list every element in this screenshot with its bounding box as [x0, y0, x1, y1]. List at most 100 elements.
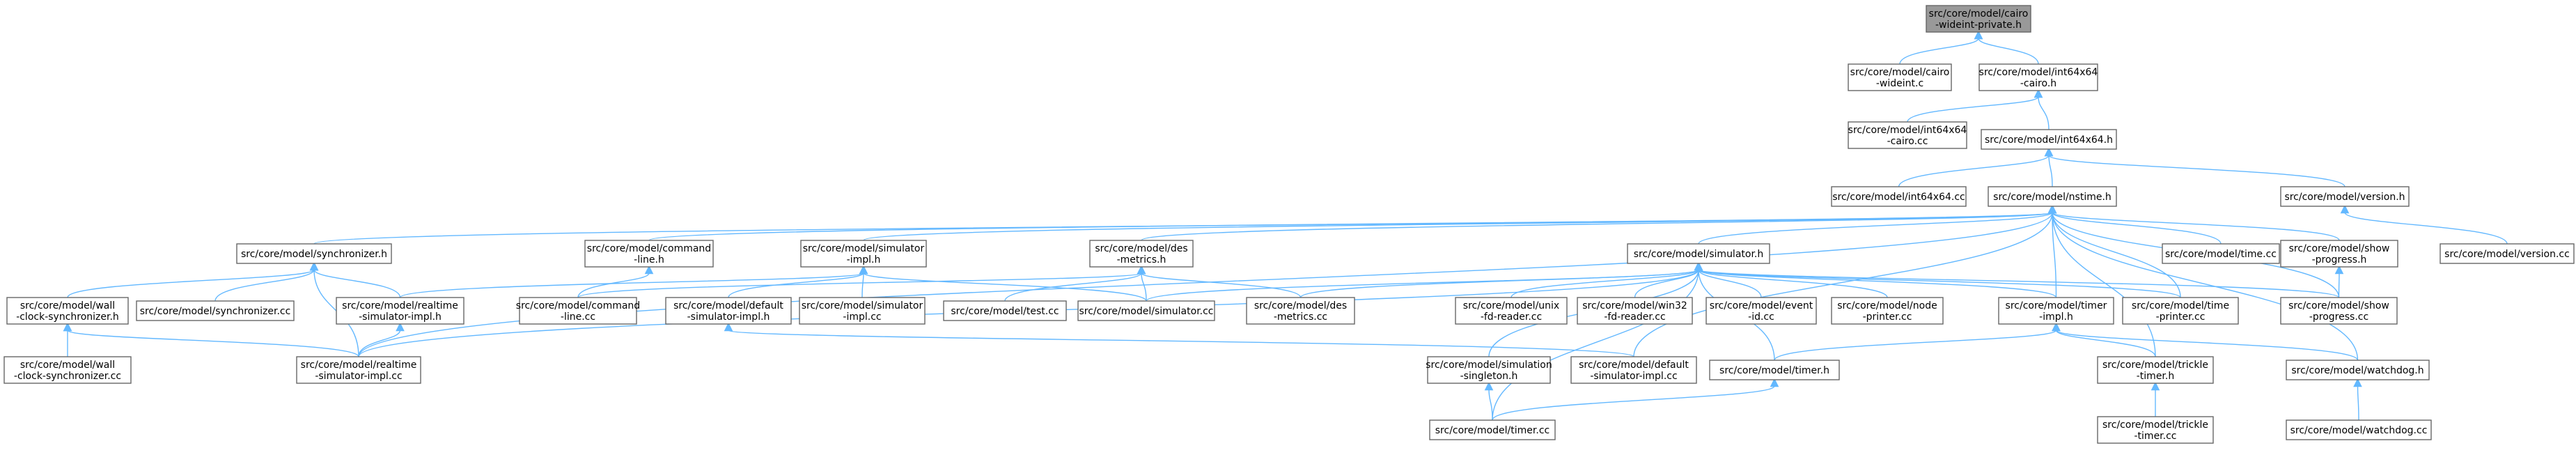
graph-node-trickle-timer-cc[interactable]: src/core/model/trickle-timer.cc [2097, 416, 2214, 444]
graph-node-wall-clock-sync-cc[interactable]: src/core/model/wall-clock-synchronizer.c… [3, 356, 132, 384]
graph-node-simulator-h[interactable]: src/core/model/simulator.h [1627, 243, 1770, 264]
graph-node-time-cc[interactable]: src/core/model/time.cc [2162, 243, 2280, 264]
graph-node-wall-clock-sync-h[interactable]: src/core/model/wall-clock-synchronizer.h [6, 297, 129, 325]
node-label: -id.cc [1748, 311, 1774, 323]
edge-version-cc-to-version-h [2340, 204, 2508, 245]
graph-node-int64x64-cairo-cc[interactable]: src/core/model/int64x64-cairo.cc [1848, 121, 1967, 149]
graph-node-simulator-cc[interactable]: src/core/model/simulator.cc [1077, 300, 1215, 321]
node-box[interactable] [6, 297, 129, 325]
node-box[interactable] [2162, 243, 2280, 264]
node-box[interactable] [2286, 419, 2432, 440]
node-box[interactable] [2280, 240, 2398, 268]
node-box[interactable] [1570, 356, 1697, 384]
node-label: src/core/model/command [516, 300, 640, 311]
node-label: src/core/model/unix [1463, 300, 1559, 311]
node-box[interactable] [2097, 356, 2214, 384]
edge-timer-impl-h-to-simulator-h [1694, 261, 2057, 298]
graph-node-des-metrics-h[interactable]: src/core/model/des-metrics.h [1089, 240, 1194, 268]
node-box[interactable] [1926, 5, 2031, 33]
graph-node-watchdog-h[interactable]: src/core/model/watchdog.h [2286, 360, 2430, 380]
node-label: src/core/model/simulator [802, 300, 923, 311]
graph-node-command-line-h[interactable]: src/core/model/command-line.h [584, 240, 714, 268]
graph-node-int64x64-h[interactable]: src/core/model/int64x64.h [1981, 129, 2117, 150]
graph-node-synchronizer-h[interactable]: src/core/model/synchronizer.h [236, 243, 392, 264]
graph-node-simulator-impl-cc[interactable]: src/core/model/simulator-impl.cc [799, 297, 926, 325]
node-box[interactable] [943, 300, 1067, 321]
node-box[interactable] [2097, 416, 2214, 444]
node-box[interactable] [3, 356, 132, 384]
node-box[interactable] [296, 356, 421, 384]
node-label: src/core/model/int64x64.cc [1832, 192, 1965, 203]
node-label: src/core/model/nstime.h [1993, 192, 2111, 203]
graph-node-cairo-wideint-c[interactable]: src/core/model/cairo-wideint.c [1848, 63, 1952, 91]
node-box[interactable] [1429, 419, 1556, 440]
graph-node-simulator-impl-h[interactable]: src/core/model/simulator-impl.h [800, 240, 927, 268]
node-box[interactable] [1627, 243, 1770, 264]
node-box[interactable] [1988, 186, 2117, 207]
graph-node-version-cc[interactable]: src/core/model/version.cc [2440, 243, 2575, 264]
graph-node-timer-impl-h[interactable]: src/core/model/timer-impl.h [1998, 297, 2114, 325]
node-box[interactable] [2122, 297, 2239, 325]
graph-node-realtime-sim-impl-h[interactable]: src/core/model/realtime-simulator-impl.h [336, 297, 465, 325]
graph-node-trickle-timer-h[interactable]: src/core/model/trickle-timer.h [2097, 356, 2214, 384]
graph-node-time-printer-cc[interactable]: src/core/model/time-printer.cc [2122, 297, 2239, 325]
node-box[interactable] [799, 297, 926, 325]
graph-node-unix-fd-reader-cc[interactable]: src/core/model/unix-fd-reader.cc [1455, 297, 1568, 325]
graph-node-des-metrics-cc[interactable]: src/core/model/des-metrics.cc [1246, 297, 1355, 325]
graph-node-default-sim-impl-cc[interactable]: src/core/model/default-simulator-impl.cc [1570, 356, 1697, 384]
node-box[interactable] [1848, 63, 1952, 91]
node-box[interactable] [1998, 297, 2114, 325]
node-box[interactable] [1427, 356, 1551, 384]
node-label: -wideint.c [1876, 78, 1923, 89]
node-box[interactable] [1848, 121, 1967, 149]
node-box[interactable] [519, 297, 637, 325]
graph-node-sim-singleton-h[interactable]: src/core/model/simulation-singleton.h [1426, 356, 1552, 384]
graph-node-default-sim-impl-h[interactable]: src/core/model/default-simulator-impl.h [665, 297, 792, 325]
node-box[interactable] [136, 300, 295, 321]
node-box[interactable] [2440, 243, 2575, 264]
node-box[interactable] [2286, 360, 2430, 380]
node-box[interactable] [2280, 186, 2410, 207]
graph-node-watchdog-cc[interactable]: src/core/model/watchdog.cc [2286, 419, 2432, 440]
graph-node-test-cc[interactable]: src/core/model/test.cc [943, 300, 1067, 321]
node-box[interactable] [2280, 297, 2398, 325]
node-box[interactable] [1246, 297, 1355, 325]
graph-node-timer-h[interactable]: src/core/model/timer.h [1709, 360, 1840, 380]
node-box[interactable] [336, 297, 465, 325]
node-label: src/core/model/int64x64 [1848, 125, 1967, 136]
graph-node-show-progress-cc[interactable]: src/core/model/show-progress.cc [2280, 297, 2398, 325]
node-box[interactable] [1577, 297, 1693, 325]
node-label: src/core/model/synchronizer.h [241, 249, 387, 260]
node-box[interactable] [1705, 297, 1817, 325]
graph-node-nstime-h[interactable]: src/core/model/nstime.h [1988, 186, 2117, 207]
node-box[interactable] [1978, 63, 2098, 91]
node-box[interactable] [800, 240, 927, 268]
graph-node-node-printer-cc[interactable]: src/core/model/node-printer.cc [1831, 297, 1944, 325]
node-box[interactable] [1831, 297, 1944, 325]
graph-node-command-line-cc[interactable]: src/core/model/command-line.cc [516, 297, 640, 325]
edge-command-line-cc-to-command-line-h [577, 265, 654, 298]
node-box[interactable] [236, 243, 392, 264]
graph-node-realtime-sim-impl-cc[interactable]: src/core/model/realtime-simulator-impl.c… [296, 356, 421, 384]
node-box[interactable] [1089, 240, 1194, 268]
node-box[interactable] [1709, 360, 1840, 380]
graph-node-show-progress-h[interactable]: src/core/model/show-progress.h [2280, 240, 2398, 268]
graph-node-event-id-cc[interactable]: src/core/model/event-id.cc [1705, 297, 1817, 325]
node-box[interactable] [1981, 129, 2117, 150]
edge-timer-cc-to-simulator-h [1492, 261, 1703, 421]
graph-node-cairo-wideint-private[interactable]: src/core/model/cairo-wideint-private.h [1926, 5, 2031, 33]
node-box[interactable] [665, 297, 792, 325]
graph-node-synchronizer-cc[interactable]: src/core/model/synchronizer.cc [136, 300, 295, 321]
graph-node-win32-fd-reader-cc[interactable]: src/core/model/win32-fd-reader.cc [1577, 297, 1693, 325]
node-box[interactable] [1455, 297, 1568, 325]
graph-node-int64x64-cairo-h[interactable]: src/core/model/int64x64-cairo.h [1978, 63, 2098, 91]
node-box[interactable] [1077, 300, 1215, 321]
node-label: src/core/model/simulator.h [1634, 249, 1764, 260]
edge-command-line-cc-to-des-metrics-h [577, 265, 1146, 298]
graph-node-int64x64-cc[interactable]: src/core/model/int64x64.cc [1831, 186, 1967, 207]
edge-timer-impl-h-to-nstime-h [2047, 204, 2057, 298]
node-box[interactable] [584, 240, 714, 268]
graph-node-timer-cc[interactable]: src/core/model/timer.cc [1429, 419, 1556, 440]
node-box[interactable] [1831, 186, 1967, 207]
graph-node-version-h[interactable]: src/core/model/version.h [2280, 186, 2410, 207]
